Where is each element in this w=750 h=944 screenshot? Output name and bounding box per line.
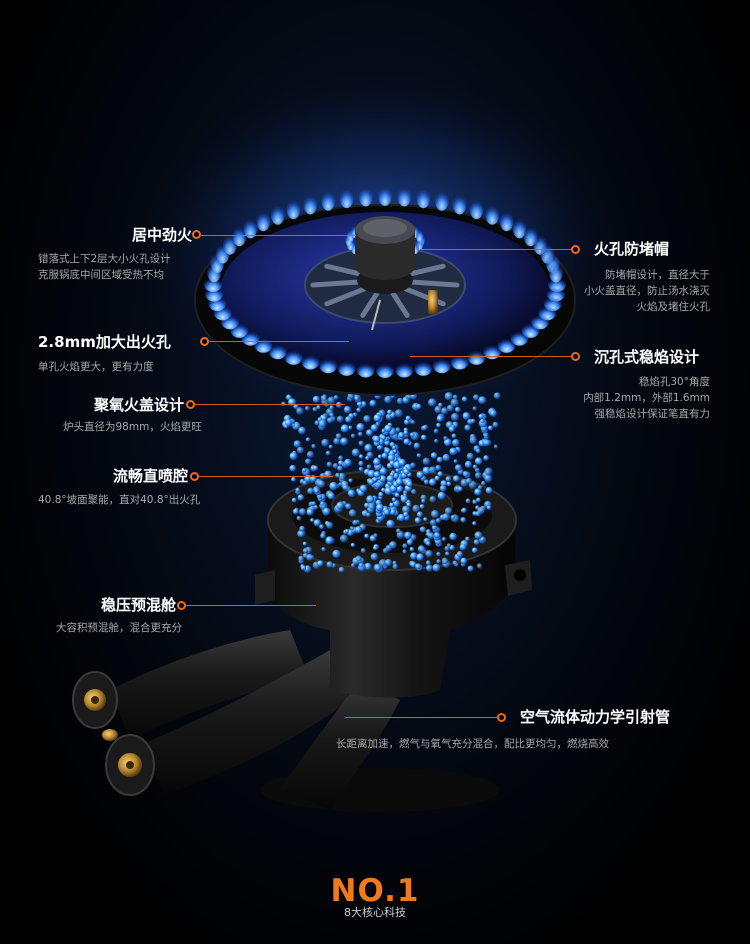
feature-venturi-tube: 空气流体动力学引射管 (520, 708, 670, 726)
feature-center-fire-desc: 错落式上下2层大小火孔设计 克服锅底中间区域受热不均 (38, 251, 171, 283)
feature-sunken-stable-flame-desc: 稳焰孔30°角度 内部1.2mm，外部1.6mm 强稳焰设计保证笔直有力 (500, 374, 710, 422)
feature-title: 居中劲火 (131, 226, 192, 244)
feature-desc-line: 防堵帽设计，直径大于 (605, 269, 710, 281)
flame-tongue (301, 353, 320, 370)
flame-tongue (432, 357, 451, 374)
flame-tongue (497, 336, 516, 353)
flame-tongue (256, 209, 271, 232)
feature-premix-chamber-desc: 大容积预混舱，混合更充分 (56, 620, 182, 636)
flame-tongue (254, 336, 273, 353)
flame-tongue (339, 186, 354, 209)
flame-tongue (414, 359, 433, 376)
callout-line (345, 717, 497, 718)
feature-sunken-stable-flame: 沉孔式稳焰设计 (594, 348, 699, 366)
flame-tongue (548, 260, 563, 283)
feature-oxygen-cover: 聚氧火盖设计 (70, 396, 184, 414)
flame-tongue (358, 184, 373, 207)
callout-line (201, 235, 356, 236)
feature-oxygen-cover-desc: 炉头直径为98mm，火焰更旺 (63, 419, 202, 435)
flame-tongue (337, 359, 356, 376)
feature-premix-chamber: 稳压预混舱 (80, 596, 176, 614)
feature-desc-line: 长距离加速，燃气与氧气充分混合，配比更均匀，燃烧高效 (336, 738, 609, 750)
callout-dot-icon (186, 400, 195, 409)
flame-tongue (303, 192, 318, 215)
feature-anti-block-cap-desc: 防堵帽设计，直径大于 小火盖直径，防止汤水浇灭 火焰及堵住火孔 (500, 267, 710, 315)
flame-tongue (485, 202, 500, 225)
flame-tongue (268, 343, 287, 360)
callout-dot-icon (192, 230, 201, 239)
flame-tongue (284, 348, 303, 365)
feature-large-fire-hole-desc: 单孔火焰更大，更有力度 (38, 359, 154, 375)
feature-desc-line: 强稳焰设计保证笔直有力 (594, 408, 711, 420)
flame-tongue (376, 362, 394, 378)
feature-desc-line: 炉头直径为98mm，火焰更旺 (63, 421, 202, 433)
feature-venturi-tube-desc: 长距离加速，燃气与氧气充分混合，配比更均匀，燃烧高效 (336, 736, 609, 752)
callout-dot-icon (571, 245, 580, 254)
flame-tongue (416, 186, 431, 209)
flame-tongue (452, 192, 467, 215)
feature-title: 2.8mm加大出火孔 (38, 333, 171, 351)
flame-tongue (450, 353, 469, 370)
flame-tongue (321, 188, 336, 211)
flame-tongue (395, 361, 414, 378)
brand-footer: NO.1 8大核心科技 (0, 874, 750, 920)
flame-tongue (483, 343, 502, 360)
callout-line (420, 249, 571, 250)
brand-title: NO.1 (330, 873, 420, 909)
flame-tongue (243, 216, 258, 239)
callout-dot-icon (177, 601, 186, 610)
feature-title: 稳压预混舱 (100, 596, 176, 614)
feature-desc-line: 内部1.2mm，外部1.6mm (583, 392, 710, 404)
callout-dot-icon (571, 352, 580, 361)
feature-title: 火孔防堵帽 (594, 240, 670, 258)
feature-desc-line: 40.8°坡面聚能，直对40.8°出火孔 (38, 494, 201, 506)
feature-title: 沉孔式稳焰设计 (594, 348, 700, 366)
feature-desc-line: 克服锅底中间区域受热不均 (38, 269, 164, 281)
callout-line (195, 404, 345, 405)
callout-line (410, 356, 571, 357)
flame-tongue (434, 188, 449, 211)
flame-tongue (378, 184, 392, 206)
feature-title: 流畅直喷腔 (112, 467, 188, 485)
flame-tongue (286, 197, 301, 220)
callout-dot-icon (497, 713, 506, 722)
flame-tongue (270, 202, 285, 225)
feature-title: 空气流体动力学引射管 (520, 708, 671, 726)
feature-direct-spray-chamber-desc: 40.8°坡面聚能，直对40.8°出火孔 (38, 492, 200, 508)
feature-direct-spray-chamber: 流畅直喷腔 (90, 467, 188, 485)
feature-anti-block-cap: 火孔防堵帽 (594, 240, 669, 258)
callout-line (199, 476, 333, 477)
callout-line (186, 605, 316, 606)
feature-desc-line: 火焰及堵住火孔 (636, 301, 711, 313)
feature-title: 聚氧火盖设计 (93, 396, 184, 414)
flame-tongue (512, 216, 527, 239)
flame-tongue (319, 357, 338, 374)
flame-tongue (510, 329, 529, 346)
callout-line (209, 341, 349, 342)
flame-tongue (397, 184, 412, 207)
flame-tongue (469, 197, 484, 220)
feature-desc-line: 大容积预混舱，混合更充分 (56, 622, 182, 634)
flame-tongue (356, 361, 375, 378)
brand-subtitle: 8大核心科技 (344, 906, 406, 919)
feature-large-fire-hole: 2.8mm加大出火孔 (38, 333, 171, 351)
feature-desc-line: 错落式上下2层大小火孔设计 (38, 253, 171, 265)
feature-desc-line: 小火盖直径，防止汤水浇灭 (584, 285, 710, 297)
callout-dot-icon (200, 337, 209, 346)
flame-tongue (499, 209, 514, 232)
feature-desc-line: 单孔火焰更大，更有力度 (38, 361, 154, 373)
callout-dot-icon (190, 472, 199, 481)
feature-center-fire: 居中劲火 (110, 226, 192, 244)
feature-desc-line: 稳焰孔30°角度 (638, 376, 710, 388)
